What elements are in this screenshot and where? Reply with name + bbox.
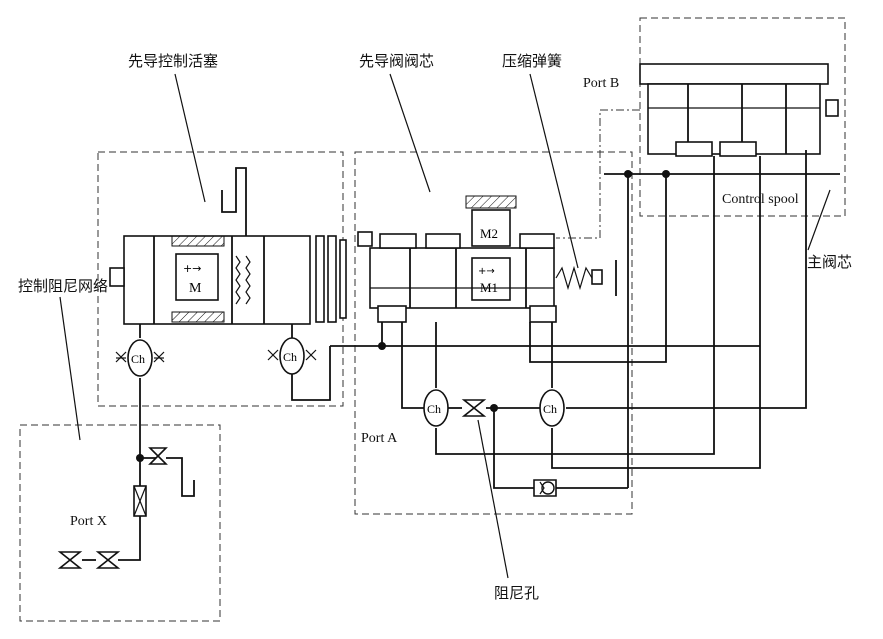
pilot-piston-arrow: +→: [183, 262, 201, 275]
ch-text: Ch: [131, 352, 145, 366]
label-port-b: Port B: [583, 76, 619, 91]
line-drop-5: [566, 150, 807, 409]
main-spool-end-plug: [825, 99, 839, 117]
check-valve-icon: [533, 479, 557, 497]
line-damping-trunk: [118, 378, 141, 561]
pilot-ring-3: [339, 239, 347, 319]
spring-icon: [235, 255, 241, 305]
pilot-valve-assembly: M2 +→ M1: [357, 195, 617, 323]
label-port-x: Port X: [70, 514, 107, 529]
tank-drain-icon: [166, 457, 195, 497]
pilot-piston-assembly: M +→: [109, 167, 347, 325]
label-damping-network: 控制阻尼网络: [18, 277, 108, 295]
leader-spring: [529, 73, 579, 269]
ch-chamber-icon: Ch: [267, 337, 317, 375]
line-drop-2: [529, 174, 667, 363]
label-orifice: 阻尼孔: [494, 584, 539, 602]
orifice-valve-icon: [133, 485, 147, 517]
junction-dot: [378, 342, 386, 350]
line-check-in: [493, 408, 534, 489]
leader-main-spool: [807, 189, 831, 251]
pilot-ring-1: [315, 235, 325, 323]
label-pilot-spool: 先导阀阀芯: [359, 52, 434, 70]
ch-chamber-icon: Ch: [423, 389, 449, 427]
junction-dot: [662, 170, 670, 178]
m1-box: [471, 257, 511, 301]
pilot-piston-hatch-bottom: [171, 311, 225, 323]
m2-label: M2: [480, 226, 498, 241]
spring-seat: [591, 269, 603, 285]
m1-arrow: +→: [478, 266, 495, 277]
pilot-piston-motor-box: [175, 253, 219, 301]
line-pilot-return: [291, 346, 331, 401]
port-b-pilot-line: [556, 109, 640, 239]
tank-drain-icon: [221, 167, 247, 236]
damping-network-group-box: [19, 424, 221, 622]
junction-dot: [624, 170, 632, 178]
pilot-valve-land-3: [519, 233, 555, 249]
leader-pilot-spool: [389, 73, 431, 193]
pilot-valve-hatch: [465, 195, 517, 209]
line-a-1: [401, 322, 424, 409]
pilot-valve-land-1: [379, 233, 417, 249]
pilot-piston-m-label: M: [189, 281, 202, 296]
hydraulic-lines: [82, 150, 840, 561]
ch-text: Ch: [283, 350, 297, 364]
leader-pilot-piston: [174, 73, 206, 203]
pilot-piston-hatch-top: [171, 235, 225, 247]
label-port-a: Port A: [361, 431, 398, 446]
junction-dot: [136, 454, 144, 462]
line-drop-4: [551, 156, 761, 469]
m2-box: [471, 209, 511, 247]
main-spool-top: [639, 63, 829, 85]
main-spool-port-2: [719, 141, 757, 157]
leader-damping: [59, 296, 81, 441]
orifice-valve-icon: [57, 551, 83, 569]
label-main-spool: 主阀芯: [807, 253, 852, 271]
pilot-piston-group-box: [97, 151, 344, 407]
orifice-valve-icon: [148, 447, 168, 465]
ch-chamber-icon: Ch: [539, 389, 565, 427]
leader-orifice: [477, 419, 509, 579]
spring-icon: [245, 255, 251, 305]
line-drop-3: [435, 156, 715, 455]
pilot-ring-2: [327, 235, 337, 323]
orifice-valve-icon: [461, 399, 487, 417]
pilot-piston-end-plug: [109, 267, 125, 287]
label-pilot-piston: 先导控制活塞: [128, 52, 218, 70]
pilot-valve-land-2: [425, 233, 461, 249]
ch-chamber-icon: Ch: [115, 339, 165, 377]
label-spring: 压缩弹簧: [502, 52, 562, 70]
main-spool-assembly: [639, 63, 839, 157]
ch-text: Ch: [543, 402, 557, 416]
pilot-valve-plug: [357, 231, 373, 247]
pilot-valve-port-2: [529, 305, 557, 323]
orifice-valve-icon: [95, 551, 121, 569]
pilot-valve-body: [369, 247, 555, 309]
ch-text: Ch: [427, 402, 441, 416]
pilot-valve-group-box: [354, 151, 633, 515]
junction-dot: [490, 404, 498, 412]
main-spool-group-box: [639, 17, 846, 217]
spring-icon: [555, 265, 593, 291]
main-spool-port-1: [675, 141, 713, 157]
pilot-valve-port-1: [377, 305, 407, 323]
